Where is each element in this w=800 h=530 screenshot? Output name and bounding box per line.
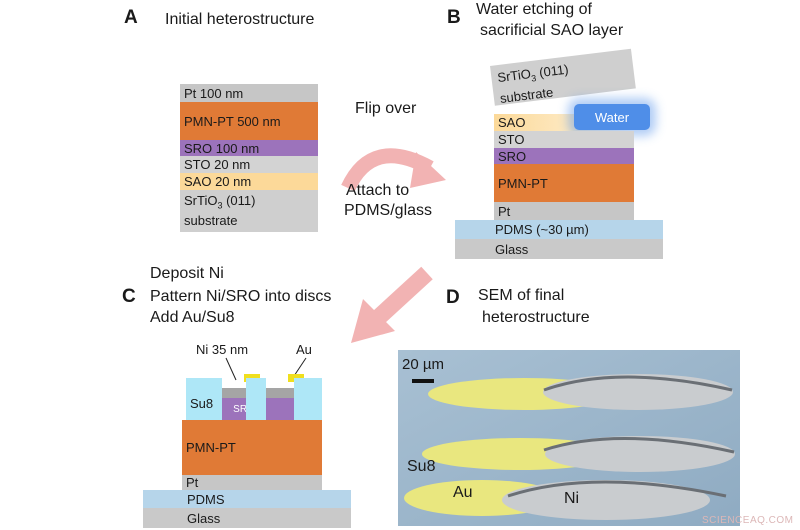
layer-pdms: PDMS (~30 µm)	[455, 220, 663, 239]
su8-left	[186, 378, 222, 420]
step-add: Add Au/Su8	[150, 309, 235, 326]
layer-pt: Pt 100 nm	[180, 84, 318, 102]
layer-pt: Pt	[182, 475, 322, 490]
panel-d-letter: D	[446, 287, 460, 308]
layer-sto: STO 20 nm	[180, 156, 318, 173]
panel-b-letter: B	[447, 7, 461, 28]
layer-pt: Pt	[494, 202, 634, 220]
substrate-subscript: 3	[217, 200, 223, 211]
panel-b-title-line1: Water etching of	[476, 1, 592, 18]
layer-pdms: PDMS	[143, 490, 351, 508]
su8-label: Su8	[190, 396, 214, 411]
scale-bar-label: 20 µm	[402, 356, 444, 373]
ni-thickness-label: Ni 35 nm	[196, 342, 249, 357]
layer-sao-label: SAO	[498, 115, 526, 130]
layer-substrate: SrTiO3 (011) substrate	[180, 190, 318, 232]
layer-sro: SRO 100 nm	[180, 140, 318, 156]
process-arrow-icon	[351, 266, 433, 343]
layer-glass: Glass	[143, 508, 351, 528]
au-label: Au	[296, 342, 312, 357]
su8-region-label: Su8	[407, 458, 436, 475]
sem-image: 20 µm Su8 Au Ni	[398, 350, 740, 526]
layer-sro: SRO	[494, 148, 634, 164]
step-deposit: Deposit Ni	[150, 265, 224, 282]
su8-middle	[246, 378, 266, 420]
tilted-substrate: SrTiO3 (011) substrate	[490, 48, 636, 106]
layer-glass: Glass	[455, 239, 663, 259]
panel-c-letter: C	[122, 286, 136, 307]
watermark: SCIENCEAQ.COM	[702, 515, 794, 526]
attach-label-line1: Attach to	[346, 182, 410, 199]
substrate-label: SrTiO	[184, 192, 218, 208]
water-droplet: Water	[574, 104, 650, 130]
substrate-orientation: (011)	[222, 192, 256, 208]
sem-discs	[398, 350, 740, 526]
panel-b-title-line2: sacrificial SAO layer	[480, 22, 624, 39]
su8-right	[294, 378, 322, 420]
layer-sao: SAO 20 nm	[180, 173, 318, 190]
ni-disc-right	[266, 388, 294, 398]
step-pattern: Pattern Ni/SRO into discs	[150, 288, 332, 305]
au-region-label: Au	[453, 484, 473, 501]
layer-pmn-pt: PMN-PT	[494, 164, 634, 202]
substrate-word: substrate	[184, 213, 238, 229]
ni-disc-left	[222, 388, 266, 398]
panel-a-letter: A	[124, 7, 138, 28]
flip-over-label: Flip over	[355, 100, 417, 117]
layer-pmn-pt: PMN-PT	[182, 420, 322, 475]
sro-disc-right	[266, 398, 294, 420]
attach-label-line2: PDMS/glass	[344, 202, 433, 219]
callout-lines	[225, 357, 307, 381]
layer-sto: STO	[494, 131, 634, 148]
tilted-substrate-label: SrTiO	[496, 66, 532, 86]
panel-d-title-line1: SEM of final	[478, 287, 565, 304]
panel-d-title-line2: heterostructure	[482, 309, 590, 326]
flip-arrow-icon	[341, 148, 446, 192]
tilted-substrate-orientation: (011)	[534, 61, 570, 81]
panel-a-title: Initial heterostructure	[165, 11, 315, 28]
ni-region-label: Ni	[564, 490, 580, 507]
layer-pmn-pt: PMN-PT 500 nm	[180, 102, 318, 140]
